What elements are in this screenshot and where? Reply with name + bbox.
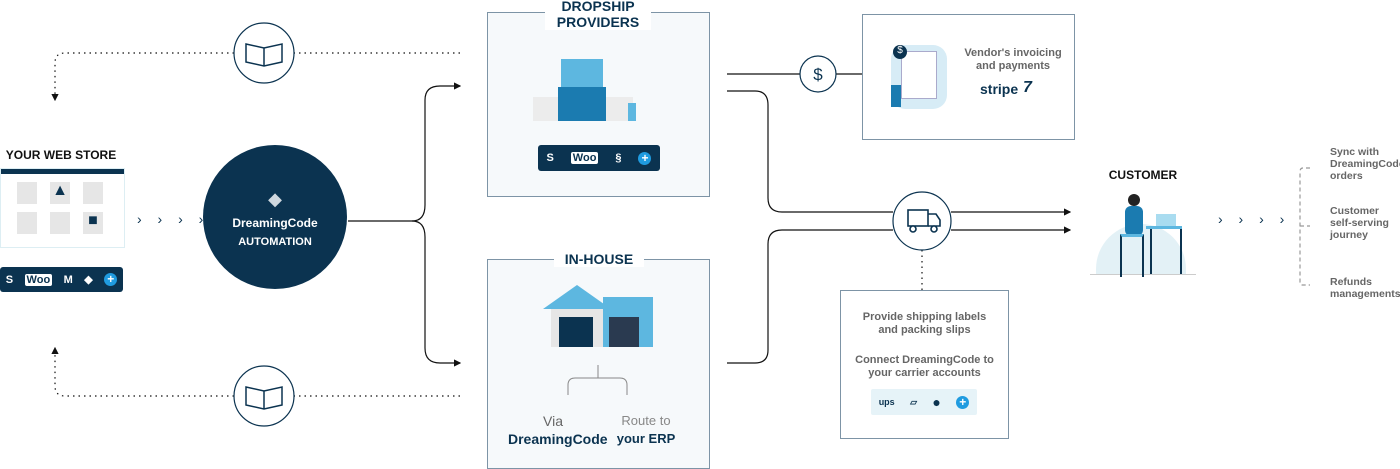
woo-icon: Woo [24, 273, 53, 286]
shipping-line3: Connect DreamingCode to [855, 354, 994, 366]
product-trousers [83, 182, 103, 204]
plus-icon[interactable]: + [956, 395, 970, 409]
payment-circle [799, 55, 837, 93]
feature-refunds: Refunds managements [1330, 276, 1400, 300]
web-store-browser: ▲ ■ [0, 168, 125, 248]
fedex-icon: ● [932, 394, 941, 410]
shipping-line4: your carrier accounts [868, 367, 981, 379]
feature-sync-orders: Sync with DreamingCode orders [1330, 146, 1400, 182]
catalog-sync-top-line [55, 52, 460, 100]
vendor-line1: Vendor's invoicing [964, 47, 1062, 59]
web-store-integrations: S Woo M ◆ + [0, 267, 123, 292]
dropship-box: S Woo § + [487, 12, 710, 197]
invoice-icon: $ [891, 45, 947, 109]
usps-icon: ▱ [910, 396, 918, 407]
automation-label: AUTOMATION [238, 236, 312, 248]
feature-line: managements [1330, 288, 1400, 300]
customer-title: CUSTOMER [1108, 168, 1178, 182]
option1-bottom: DreamingCode [508, 431, 608, 447]
dollar-icon: $ [813, 65, 823, 84]
chevrons-to-automation: › › › › [137, 211, 210, 227]
product-socks [50, 212, 70, 234]
carrier-accounts-text: Connect DreamingCode to your carrier acc… [841, 354, 1008, 380]
feature-line: Customer [1330, 205, 1380, 217]
automation-to-dropship [348, 82, 462, 222]
feature-line: orders [1330, 170, 1363, 182]
truck-icon [907, 209, 941, 233]
squarespace-icon: § [615, 152, 622, 164]
dropship-title: DROPSHIP PROVIDERS [545, 0, 651, 30]
customer-illustration [1090, 186, 1196, 277]
option-via-dreamingcode: Via DreamingCode [508, 412, 608, 448]
inhouse-to-customer [727, 230, 1070, 364]
option2-bottom: your ERP [616, 431, 676, 446]
option1-top: Via [543, 413, 563, 429]
dropship-integrations: S Woo § + [538, 145, 660, 171]
warehouse-illustration [543, 285, 653, 347]
feature-self-serving: Customer self-serving journey [1330, 205, 1389, 241]
inhouse-box: Via DreamingCode Route to your ERP [487, 259, 710, 469]
chevrons-to-features: › › › › [1218, 211, 1291, 227]
product-shirt: ■ [83, 212, 103, 234]
carrier-logos: ups ▱ ● + [871, 389, 977, 415]
shipping-line2: and packing slips [878, 324, 971, 336]
vendor-line2: and payments [976, 60, 1050, 72]
automation-to-inhouse [411, 220, 462, 367]
shipping-labels-text: Provide shipping labels and packing slip… [841, 311, 1008, 337]
web-store-title: YOUR WEB STORE [5, 148, 117, 162]
stripe-logo: stripe [980, 81, 1019, 97]
dropship-title-line1: DROPSHIP [561, 0, 635, 14]
plus-icon[interactable]: + [104, 273, 118, 286]
shipping-circle [892, 191, 952, 251]
route-branch [567, 365, 628, 395]
product-dress: ▲ [50, 182, 70, 204]
automation-brand: DreamingCode [232, 216, 318, 230]
wise-logo: 7 [1023, 79, 1032, 96]
inhouse-title: IN-HOUSE [554, 251, 644, 267]
woo-icon: Woo [570, 152, 599, 164]
dropship-to-customer [727, 90, 1070, 212]
vendor-box: $ Vendor's invoicing and payments stripe… [862, 14, 1075, 140]
shopify-icon: S [5, 273, 14, 286]
feature-line: self-serving [1330, 217, 1389, 229]
dropship-title-line2: PROVIDERS [556, 14, 640, 30]
dreamingcode-logo-icon: ◆ [268, 189, 282, 209]
catalog-icon [245, 43, 283, 410]
shipping-box: Provide shipping labels and packing slip… [840, 290, 1009, 439]
feature-line: DreamingCode [1330, 158, 1400, 170]
features-bracket [1299, 167, 1310, 286]
automation-circle: ◆ DreamingCode AUTOMATION [203, 145, 347, 289]
option-route-erp: Route to your ERP [606, 412, 686, 448]
product-tshirt [17, 212, 37, 234]
plus-icon[interactable]: + [638, 151, 652, 165]
magento-icon: M [63, 273, 73, 286]
option2-top: Route to [621, 413, 671, 428]
product-pants [17, 182, 37, 204]
catalog-sync-bottom-line [55, 348, 460, 397]
shopify-icon: S [546, 152, 554, 164]
dreamingcode-icon: ◆ [84, 274, 93, 286]
vendor-text: Vendor's invoicing and payments [958, 47, 1068, 73]
feature-line: journey [1330, 229, 1368, 241]
boxes-illustration [533, 53, 653, 121]
ups-icon: ups [878, 397, 895, 407]
shipping-line1: Provide shipping labels [862, 311, 987, 323]
feature-line: Refunds [1330, 276, 1372, 288]
feature-line: Sync with [1330, 146, 1380, 158]
